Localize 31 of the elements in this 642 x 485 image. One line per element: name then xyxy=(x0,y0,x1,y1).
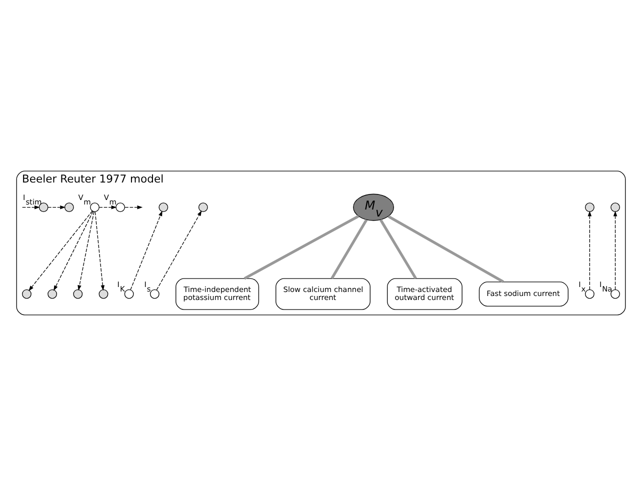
node-circle xyxy=(98,288,108,298)
node-circle xyxy=(198,202,208,212)
arrow xyxy=(78,210,94,290)
arrow xyxy=(94,211,105,290)
arrow xyxy=(124,204,143,209)
arrow xyxy=(588,210,592,290)
node-circle xyxy=(64,202,74,212)
connector xyxy=(244,214,360,280)
node-circle xyxy=(150,288,160,298)
node-circle xyxy=(584,202,594,212)
node-circle xyxy=(610,288,620,298)
connector xyxy=(379,218,417,279)
arrow xyxy=(613,210,618,290)
arrow xyxy=(54,210,94,290)
node-circle xyxy=(73,288,83,298)
node-circle xyxy=(116,202,126,212)
node-circle xyxy=(124,288,134,298)
connector xyxy=(330,218,368,279)
node-circle xyxy=(610,202,620,212)
node-circle xyxy=(584,288,594,298)
arrow xyxy=(156,210,202,290)
arrow xyxy=(130,210,162,290)
connector xyxy=(388,214,504,282)
node-circle xyxy=(48,288,58,298)
node-circle xyxy=(90,202,100,212)
arrow xyxy=(98,204,117,209)
arrow xyxy=(28,210,93,291)
arrow xyxy=(48,204,66,209)
node-circle xyxy=(158,202,168,212)
arrow xyxy=(22,204,40,209)
node-circle xyxy=(22,288,32,298)
